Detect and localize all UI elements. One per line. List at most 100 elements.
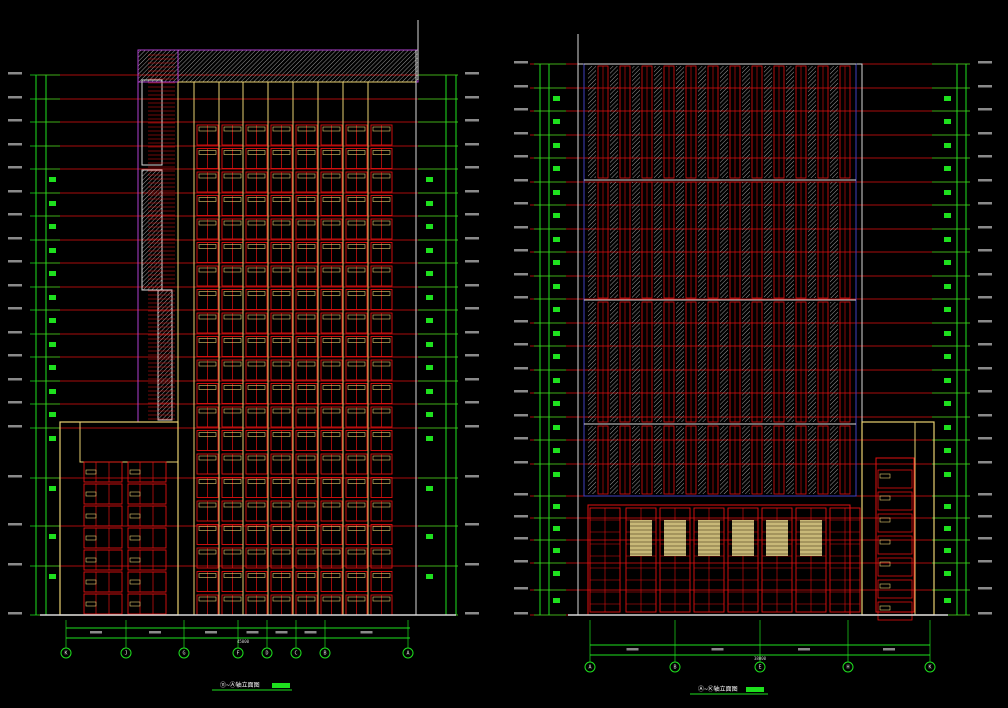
podium-window (877, 557, 913, 577)
level-marker (553, 96, 560, 101)
elevation-label (8, 190, 22, 193)
window-transom (198, 338, 217, 343)
elevation-label (8, 72, 22, 75)
fin-hatch (764, 182, 772, 298)
window-transom (223, 126, 242, 132)
fin-hatch (808, 182, 816, 298)
window-transom (322, 596, 341, 602)
window-transom (372, 314, 391, 320)
window-transom (347, 150, 366, 155)
elevation-label (978, 155, 992, 158)
podium-window (877, 469, 913, 489)
elevation-label (978, 414, 992, 417)
level-marker (553, 425, 560, 430)
podium-sill (129, 513, 141, 519)
fin-hatch (676, 302, 684, 422)
level-marker (553, 213, 560, 218)
level-marker (553, 504, 560, 509)
window-transom (247, 408, 266, 414)
elevation-label (978, 367, 992, 370)
fin-hatch (654, 182, 662, 298)
window-transom (347, 596, 366, 602)
window-transom (223, 150, 242, 155)
elevation-label (8, 401, 22, 404)
axis-bubble (120, 647, 132, 659)
window-transom (297, 573, 316, 578)
podium-window (127, 483, 167, 505)
dim-value (90, 631, 102, 634)
level-marker (944, 598, 951, 603)
podium-window-stack (875, 457, 915, 613)
elevation-label (8, 119, 22, 122)
fin-hatch (654, 426, 662, 494)
window-transom (372, 455, 391, 461)
window-transom (198, 408, 217, 414)
elevation-label (514, 108, 528, 111)
window-transom (372, 291, 391, 296)
dim-value (205, 631, 217, 634)
fin-hatch (808, 426, 816, 494)
dim-value (626, 648, 639, 651)
elevation-label (514, 85, 528, 88)
podium-window (127, 527, 167, 549)
fin-hatch (610, 302, 618, 422)
level-marker (553, 598, 560, 603)
podium-sill (129, 557, 141, 563)
left-elevation-facade (40, 20, 456, 616)
podium-window (83, 505, 123, 527)
window-transom (198, 479, 217, 484)
podium-sill (879, 539, 891, 545)
window-transom (223, 244, 242, 249)
window-transom (347, 479, 366, 484)
window-transom (272, 150, 291, 155)
podium-window (127, 549, 167, 571)
window-transom (297, 173, 316, 179)
elevation-label (8, 237, 22, 240)
level-marker (49, 534, 56, 539)
elevation-label (8, 331, 22, 334)
window-transom (322, 385, 341, 390)
window-transom (297, 244, 316, 249)
fin-hatch (610, 182, 618, 298)
level-marker (944, 307, 951, 312)
window-transom (297, 432, 316, 437)
window-transom (247, 291, 266, 296)
podium-sill (85, 557, 97, 563)
elevation-label (978, 515, 992, 518)
window-transom (372, 197, 391, 202)
elevation-label (465, 260, 479, 263)
window-transom (372, 150, 391, 155)
window-transom (297, 126, 316, 132)
fin-hatch (698, 302, 706, 422)
fin-hatch (632, 182, 640, 298)
elevation-label (514, 437, 528, 440)
elevation-label (978, 437, 992, 440)
window-transom (322, 220, 341, 226)
elevation-label (8, 612, 22, 615)
window-transom (272, 197, 291, 202)
window-transom (372, 338, 391, 343)
window-transom (223, 408, 242, 414)
window-transom (297, 197, 316, 202)
fin-hatch (830, 66, 838, 178)
elevation-label (8, 143, 22, 146)
elevation-label (465, 284, 479, 287)
elevation-label (514, 587, 528, 590)
axis-label: B (673, 665, 676, 671)
level-marker (553, 548, 560, 553)
elevation-label (465, 166, 479, 169)
window-transom (372, 126, 391, 132)
axis-bubble (842, 661, 854, 673)
window-transom (322, 126, 341, 132)
elevation-label (514, 390, 528, 393)
fin-hatch (610, 426, 618, 494)
elevation-label (8, 96, 22, 99)
window-transom (347, 573, 366, 578)
level-marker (944, 425, 951, 430)
level-marker (553, 119, 560, 124)
window-transom (223, 197, 242, 202)
elevation-label (8, 260, 22, 263)
window-transom (322, 432, 341, 437)
window-transom (247, 314, 266, 320)
